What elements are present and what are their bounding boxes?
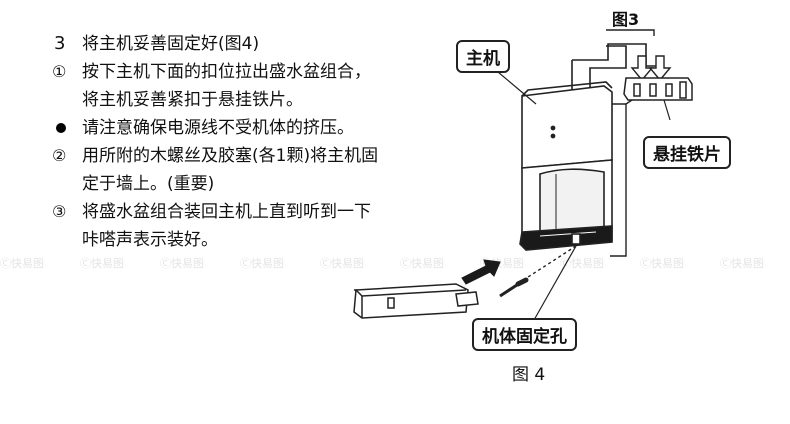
- watermark-text: Ⓒ快易图: [400, 257, 444, 270]
- figure-3-label: 图3: [612, 10, 640, 29]
- watermark-text: Ⓒ快易图: [640, 257, 684, 270]
- insert-arrow-icon: [461, 259, 501, 285]
- watermark-text: Ⓒ快易图: [480, 257, 524, 270]
- watermark-text: Ⓒ快易图: [320, 257, 364, 270]
- item-3-line-2: 咔嗒声表示装好。: [82, 230, 218, 250]
- item-3-line-1: 将盛水盆组合装回主机上直到听到一下: [82, 202, 371, 222]
- bullet-dot-icon: [56, 123, 66, 133]
- item-1-marker: ①: [52, 62, 67, 81]
- item-3-marker: ③: [52, 202, 67, 221]
- item-2: ② 用所附的木螺丝及胶塞(各1颗)将主机固 定于墙上。(重要): [34, 142, 444, 198]
- note-item: 请注意确保电源线不受机体的挤压。: [34, 114, 444, 142]
- watermark-text: Ⓒ快易图: [240, 257, 284, 270]
- item-3: ③ 将盛水盆组合装回主机上直到听到一下 咔嗒声表示装好。: [34, 198, 444, 254]
- figure-4-label: 图 4: [512, 365, 546, 385]
- item-2-line-1: 用所附的木螺丝及胶塞(各1颗)将主机固: [82, 146, 379, 166]
- callout-leaders: [497, 71, 671, 321]
- watermark-text: Ⓒ快易图: [0, 257, 44, 270]
- main-unit-drawing: [519, 81, 613, 251]
- watermark-text: Ⓒ快易图: [80, 257, 124, 270]
- callout-fixing-hole: 机体固定孔: [472, 318, 577, 351]
- watermark-text: Ⓒ快易图: [160, 257, 204, 270]
- item-1: ① 按下主机下面的扣位拉出盛水盆组合， 将主机妥善紧扣于悬挂铁片。: [34, 58, 444, 114]
- instructions: 3 将主机妥善固定好(图4) ① 按下主机下面的扣位拉出盛水盆组合， 将主机妥善…: [34, 30, 444, 254]
- step-number: 3: [54, 33, 66, 54]
- watermark-row: Ⓒ快易图 Ⓒ快易图 Ⓒ快易图 Ⓒ快易图 Ⓒ快易图 Ⓒ快易图 Ⓒ快易图 Ⓒ快易图 …: [0, 255, 790, 277]
- watermark-text: Ⓒ快易图: [560, 257, 604, 270]
- callout-hanging-plate: 悬挂铁片: [643, 136, 731, 169]
- water-tray-drawing: [353, 283, 479, 319]
- step-3-text: 将主机妥善固定好(图4): [82, 34, 260, 54]
- item-1-line-1: 按下主机下面的扣位拉出盛水盆组合，: [82, 62, 371, 82]
- wall-drawing: [610, 99, 633, 257]
- note-text: 请注意确保电源线不受机体的挤压。: [82, 118, 354, 138]
- item-1-line-2: 将主机妥善紧扣于悬挂铁片。: [82, 90, 303, 110]
- wall-bracket-drawing: [571, 29, 660, 93]
- step-3: 3 将主机妥善固定好(图4): [34, 30, 444, 58]
- callout-main-unit: 主机: [456, 40, 510, 73]
- item-2-line-2: 定于墙上。(重要): [82, 174, 215, 194]
- watermark-text: Ⓒ快易图: [720, 257, 764, 270]
- hanging-plate-drawing: [623, 77, 693, 101]
- down-arrows: [630, 55, 672, 82]
- screw-drawing: [499, 245, 577, 298]
- item-2-marker: ②: [52, 146, 67, 165]
